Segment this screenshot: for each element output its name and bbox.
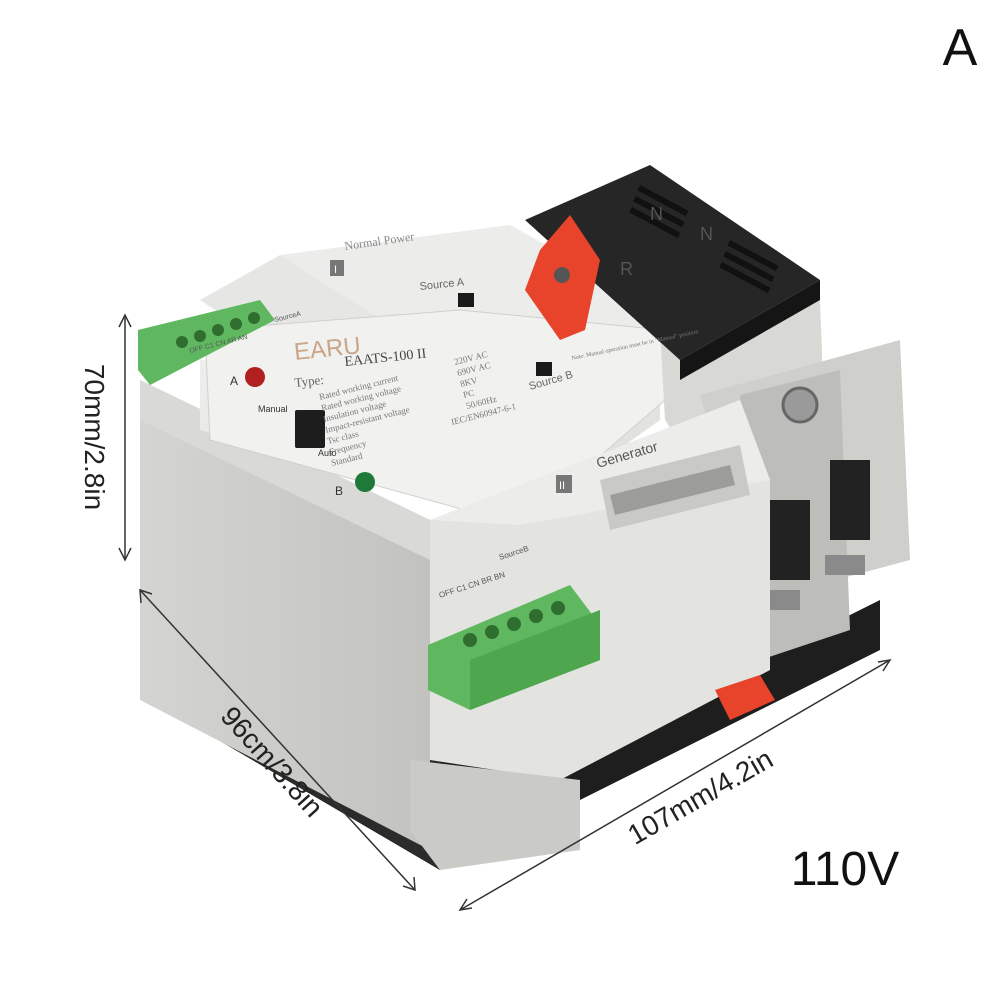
dimension-lines <box>118 313 892 912</box>
indicator-b-label: B <box>335 484 343 498</box>
terminal-block-b[interactable] <box>428 585 600 710</box>
source-a-window <box>458 293 474 307</box>
terminal-block-a[interactable] <box>138 300 275 385</box>
roman-one-box <box>330 260 344 276</box>
roman-two-box <box>556 475 572 493</box>
voltage-label: 110V <box>791 843 900 896</box>
roman-one-text: I <box>334 264 337 276</box>
screw-icon[interactable] <box>781 386 819 424</box>
source-b-window <box>536 362 552 376</box>
black-terminal-cover <box>525 165 820 380</box>
spec-value: PC <box>462 388 475 400</box>
transfer-handle[interactable] <box>525 215 600 340</box>
indicator-a-label: A <box>230 374 238 388</box>
led-b-indicator <box>355 472 375 492</box>
generator-symbol <box>600 445 750 530</box>
led-a-indicator <box>245 367 265 387</box>
manual-auto-switch[interactable] <box>295 410 325 448</box>
corner-label: A <box>943 19 978 77</box>
source-a-text: Source A <box>419 276 465 293</box>
block-letter: N <box>650 204 663 224</box>
block-letter: R <box>620 259 633 279</box>
height-dimension-text: 70mm/2.8in <box>79 364 110 510</box>
mode-auto-label: Auto <box>318 448 337 458</box>
block-letter: N <box>700 224 713 244</box>
spec-value: 8KV <box>459 375 479 389</box>
type-prefix: Type: <box>294 372 325 390</box>
mode-manual-label: Manual <box>258 404 288 414</box>
din-clip[interactable] <box>715 675 775 720</box>
roman-two-text: II <box>559 480 565 492</box>
